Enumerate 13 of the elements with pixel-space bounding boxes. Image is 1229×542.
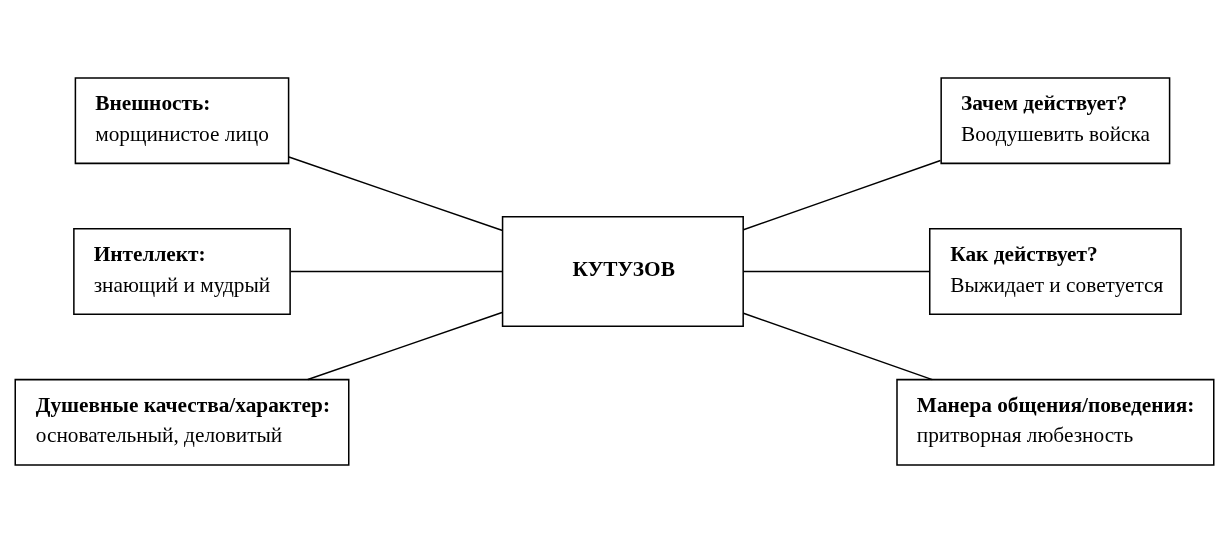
node-box: КУТУЗОВ <box>501 215 744 327</box>
connector <box>742 312 934 380</box>
node-box: Интеллект: знающий и мудрый <box>73 227 291 315</box>
node-box: Внешность: морщинистое лицо <box>74 76 290 164</box>
node-box: Душевные качества/характер: основательный, деловитый <box>14 378 350 466</box>
node-box: Как действует? Выжидает и советуется <box>929 227 1182 315</box>
connector <box>742 270 931 272</box>
connector <box>307 311 503 380</box>
connector <box>289 270 503 272</box>
connector <box>742 159 942 230</box>
node-box: Зачем действует? Воодушевить войска <box>940 76 1171 164</box>
connector <box>288 155 504 231</box>
node-box: Манера общения/поведения: притворная любезность <box>896 378 1215 466</box>
